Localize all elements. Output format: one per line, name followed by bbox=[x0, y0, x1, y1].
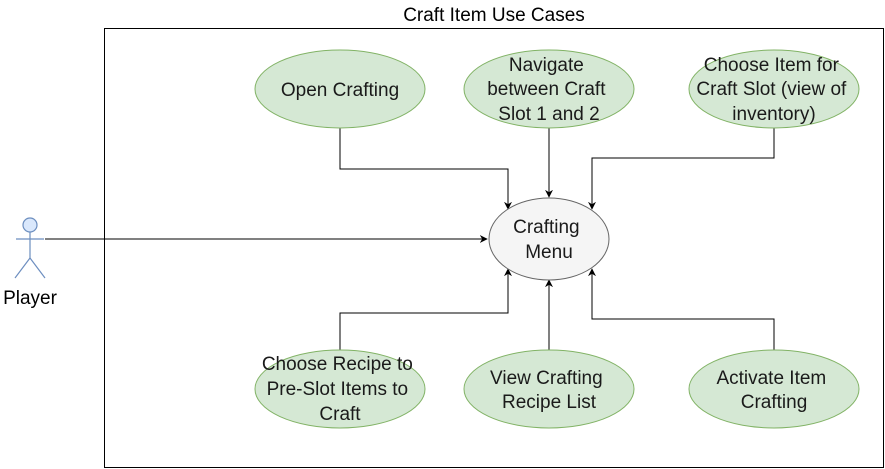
actor-left-leg bbox=[14, 257, 31, 279]
use-case-ellipse bbox=[254, 49, 426, 129]
use-case-label: Navigate between Craft Slot 1 and 2 bbox=[487, 55, 611, 125]
use-case-ellipse bbox=[463, 49, 635, 129]
use-case-label: Open Crafting bbox=[281, 80, 399, 101]
diagram-title: Craft Item Use Cases bbox=[403, 5, 585, 26]
connector-activate-crafting bbox=[588, 268, 775, 350]
connector-choose-recipe bbox=[339, 268, 512, 350]
system-boundary bbox=[104, 28, 884, 468]
use-case-choose-recipe-preslot: Choose Recipe to Pre-Slot Items to Craft bbox=[254, 349, 426, 429]
actor-right-leg bbox=[29, 257, 46, 279]
use-case-activate-item-crafting: Activate Item Crafting bbox=[688, 349, 860, 429]
use-case-label: Choose Recipe to Pre-Slot Items to Craft bbox=[262, 354, 418, 425]
use-case-label-line: between Craft bbox=[487, 79, 606, 100]
crafting-menu-line-2: Menu bbox=[525, 242, 573, 263]
use-case-ellipse bbox=[688, 349, 860, 429]
crafting-menu-line-1: Crafting bbox=[513, 217, 580, 238]
crafting-menu-node: Crafting Menu bbox=[488, 197, 610, 281]
use-case-label-line: View Crafting bbox=[490, 368, 603, 389]
use-case-ellipse bbox=[463, 349, 635, 429]
use-case-label-line: Choose Recipe to bbox=[262, 354, 413, 375]
crafting-menu-label: Crafting Menu bbox=[513, 217, 585, 263]
use-case-choose-item-for-craft-slot: Choose Item for Craft Slot (view of inve… bbox=[688, 49, 860, 129]
use-case-label: View Crafting Recipe List bbox=[490, 368, 608, 413]
connectors bbox=[45, 128, 775, 350]
actor-player: Player bbox=[3, 217, 58, 309]
use-case-label: Choose Item for Craft Slot (view of inve… bbox=[696, 55, 851, 125]
use-case-label-line: Open Crafting bbox=[281, 80, 399, 101]
use-case-label-line: Crafting bbox=[741, 392, 808, 413]
use-case-label-line: Activate Item bbox=[716, 368, 826, 389]
actor-head bbox=[22, 217, 38, 233]
use-case-open-crafting: Open Crafting bbox=[254, 49, 426, 129]
use-case-ellipse bbox=[254, 349, 426, 429]
use-case-label-line: Navigate bbox=[509, 55, 584, 76]
use-case-view-crafting-recipe-list: View Crafting Recipe List bbox=[463, 349, 635, 429]
actor-label: Player bbox=[3, 288, 58, 309]
use-case-ellipse bbox=[688, 49, 860, 129]
connector-open-crafting bbox=[339, 128, 512, 210]
connector-choose-item bbox=[588, 128, 775, 210]
use-case-label-line: Pre-Slot Items to bbox=[267, 379, 409, 400]
use-case-label-line: Craft bbox=[319, 404, 361, 425]
crafting-menu-ellipse bbox=[488, 197, 610, 281]
use-case-label-line: Choose Item for bbox=[704, 55, 840, 76]
use-case-label: Activate Item Crafting bbox=[716, 368, 831, 413]
use-case-label-line: inventory) bbox=[732, 104, 815, 125]
use-case-navigate-craft-slots: Navigate between Craft Slot 1 and 2 bbox=[463, 49, 635, 129]
use-case-label-line: Craft Slot (view of bbox=[696, 79, 847, 100]
use-case-label-line: Slot 1 and 2 bbox=[498, 104, 599, 125]
use-case-label-line: Recipe List bbox=[502, 392, 597, 413]
